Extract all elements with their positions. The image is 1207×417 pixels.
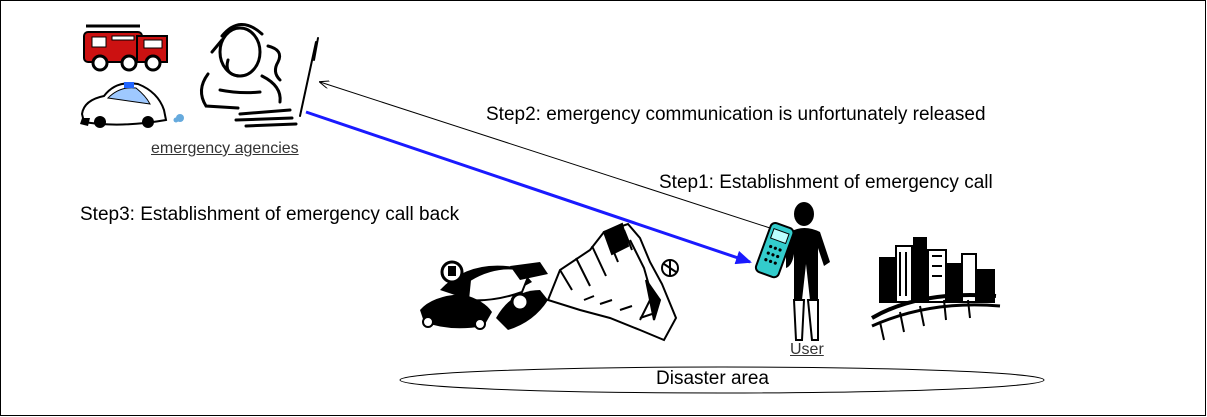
call-arrow <box>320 82 771 229</box>
city-skyline-icon <box>870 237 1001 341</box>
callback-arrow <box>305 110 752 265</box>
user-person-icon <box>786 202 830 341</box>
mobile-phone-icon <box>754 221 795 279</box>
user-label: User <box>790 341 824 358</box>
fire-truck-icon <box>83 24 168 72</box>
disaster-area-label: Disaster area <box>656 368 769 389</box>
collapsed-city-icon <box>546 222 679 342</box>
disaster-area-ellipse <box>399 366 1045 394</box>
step2-label: Step2: emergency communication is unfort… <box>486 104 986 125</box>
step3-label: Step3: Establishment of emergency call b… <box>80 204 460 225</box>
step1-label: Step1: Establishment of emergency call <box>659 172 993 193</box>
emergency-agencies-label: emergency agencies <box>151 140 299 157</box>
overturned-cars-icon <box>420 260 548 330</box>
police-car-icon <box>80 82 184 128</box>
operator-icon <box>200 23 319 128</box>
